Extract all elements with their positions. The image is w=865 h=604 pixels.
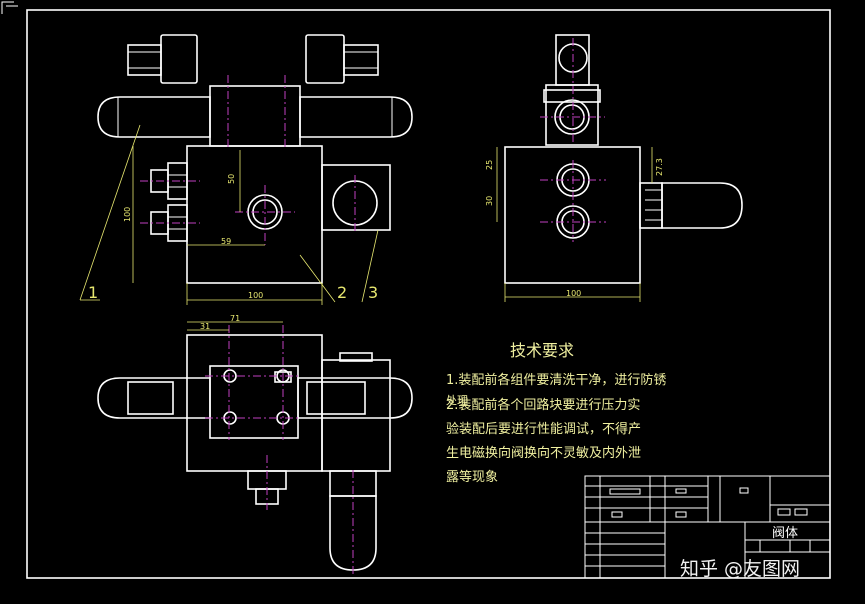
- drawing-frame: [26, 9, 831, 579]
- notes-line-3: 验装配后要进行性能调试，不得产: [446, 421, 641, 437]
- dim-side-25: 25: [485, 160, 494, 170]
- dim-top-31: 31: [200, 322, 210, 331]
- dim-side-width: 100: [566, 289, 581, 298]
- notes-line-2b: 处理: [446, 394, 468, 407]
- dim-front-width: 100: [248, 291, 263, 300]
- notes-line-4: 生电磁换向阀换向不灵敏及内外泄: [446, 445, 641, 461]
- dim-top-71: 71: [230, 314, 240, 323]
- watermark: 知乎 @友图网: [680, 558, 800, 580]
- notes-line-5: 露等现象: [446, 469, 498, 485]
- balloon-2: 2: [337, 283, 347, 302]
- dim-front-59: 59: [221, 237, 231, 246]
- notes-heading: 技术要求: [510, 341, 574, 360]
- side-view: [496, 34, 743, 302]
- balloon-3: 3: [368, 283, 378, 302]
- top-view: [97, 321, 413, 575]
- dim-side-27-3: 27.3: [655, 158, 664, 176]
- balloon-1: 1: [88, 283, 98, 302]
- notes-line-2: 2.装配前各个回路块要进行压力实: [446, 397, 640, 413]
- dim-front-50: 50: [227, 174, 236, 184]
- title-block: [584, 475, 831, 579]
- notes-line-1: 1.装配前各组件要清洗干净，进行防锈: [446, 372, 666, 388]
- ucs-icon: [1, 1, 18, 14]
- part-name: 阀体: [772, 526, 798, 541]
- dim-front-height: 100: [123, 207, 132, 222]
- front-view: [79, 34, 413, 305]
- dim-side-30: 30: [485, 196, 494, 206]
